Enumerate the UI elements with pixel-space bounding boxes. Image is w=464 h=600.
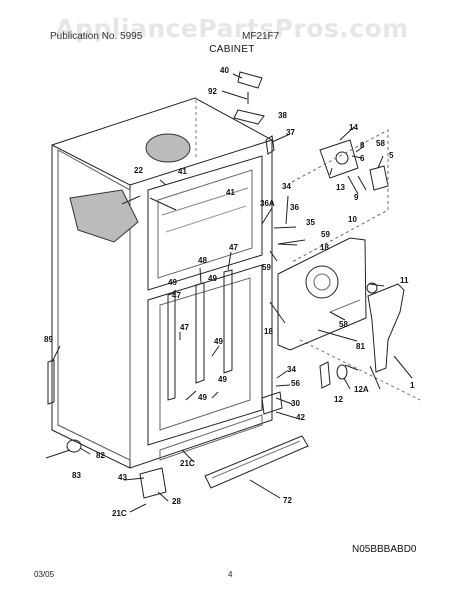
label-6: 6 xyxy=(360,154,365,163)
cabinet-shell xyxy=(51,97,273,469)
insulation-left xyxy=(69,189,139,243)
label-47-a: 47 xyxy=(229,243,238,252)
control-part-5 xyxy=(369,165,389,191)
label-48: 48 xyxy=(198,256,207,265)
label-59-a: 59 xyxy=(321,230,330,239)
panel-vents xyxy=(329,299,361,313)
label-58-b: 58 xyxy=(339,320,348,329)
label-21C-a: 21C xyxy=(180,459,195,468)
freezer-shelf-line-2 xyxy=(165,205,247,233)
label-49-d: 49 xyxy=(198,393,207,402)
part-labels: 40 92 38 37 14 58 5 8 6 13 9 22 41 41 34… xyxy=(44,66,415,518)
label-42: 42 xyxy=(296,413,305,422)
model-number: MF21F7 xyxy=(242,31,280,42)
shelf-ladder-47b xyxy=(167,292,176,401)
label-12: 12 xyxy=(334,395,343,404)
label-5: 5 xyxy=(389,151,394,160)
label-34-b: 34 xyxy=(287,365,296,374)
label-8a: 8 xyxy=(360,141,365,150)
label-40: 40 xyxy=(220,66,229,75)
page-header: AppliancePartsPros.com Publication No. 5… xyxy=(0,0,464,58)
label-58: 58 xyxy=(376,139,385,148)
label-47-b: 47 xyxy=(172,291,181,300)
label-41-top: 41 xyxy=(178,167,187,176)
label-81: 81 xyxy=(356,342,365,351)
insulation-top xyxy=(145,133,191,163)
part-12 xyxy=(319,361,331,389)
part-11 xyxy=(366,282,378,294)
diagram-code: N05BBBABD0 xyxy=(352,544,417,555)
label-56: 56 xyxy=(291,379,300,388)
label-49-e: 49 xyxy=(218,375,227,384)
label-47-c: 47 xyxy=(180,323,189,332)
label-34-top: 34 xyxy=(282,182,291,191)
top-hinge xyxy=(233,109,265,125)
shelf-ladder-48 xyxy=(195,282,205,384)
label-49-b: 49 xyxy=(168,278,177,287)
leveler-bracket xyxy=(139,467,167,499)
publication-number: Publication No. 5995 xyxy=(50,31,143,42)
callout-line-81 xyxy=(299,339,421,401)
freezer-shelf-line xyxy=(161,187,249,216)
hinge-cover xyxy=(237,71,263,89)
label-28: 28 xyxy=(172,497,181,506)
fan-opening xyxy=(305,265,339,299)
label-30: 30 xyxy=(291,399,300,408)
footer-date: 03/05 xyxy=(34,570,55,579)
bottom-hinge xyxy=(261,391,283,415)
screw-83 xyxy=(45,449,71,459)
watermark: AppliancePartsPros.com xyxy=(55,14,409,43)
front-rail xyxy=(159,414,263,461)
label-1: 1 xyxy=(410,381,415,390)
label-14: 14 xyxy=(349,123,358,132)
rear-panel xyxy=(277,237,367,351)
label-18-a: 18 xyxy=(320,243,329,252)
damper-knob xyxy=(335,151,349,165)
label-36: 36 xyxy=(290,203,299,212)
roller-82 xyxy=(66,439,82,453)
shelf-ladder-47a xyxy=(223,269,233,374)
label-83: 83 xyxy=(72,471,81,480)
fresh-food-liner xyxy=(159,277,251,431)
label-18-b: 18 xyxy=(264,327,273,336)
damper-control xyxy=(319,139,359,179)
label-49-c: 49 xyxy=(214,337,223,346)
callout-box xyxy=(291,129,389,263)
label-21C-b: 21C xyxy=(112,509,127,518)
label-89: 89 xyxy=(44,335,53,344)
bottom-grille xyxy=(204,435,309,489)
label-35: 35 xyxy=(306,218,315,227)
page-number: 4 xyxy=(228,570,233,579)
air-duct xyxy=(367,283,405,373)
freezer-liner xyxy=(157,169,253,279)
label-82: 82 xyxy=(96,451,105,460)
grille-slots xyxy=(211,440,301,479)
part-89 xyxy=(47,359,55,405)
cabinet-side-panel xyxy=(57,149,131,461)
label-59-b: 59 xyxy=(262,263,271,272)
label-49-a: 49 xyxy=(208,274,217,283)
freezer-opening xyxy=(147,155,263,291)
part-12A xyxy=(336,364,348,380)
label-36A: 36A xyxy=(260,199,275,208)
label-12A: 12A xyxy=(354,385,369,394)
label-22: 22 xyxy=(134,166,143,175)
label-43: 43 xyxy=(118,473,127,482)
label-9: 9 xyxy=(354,193,359,202)
fan-hub xyxy=(313,273,331,291)
label-38: 38 xyxy=(278,111,287,120)
label-13: 13 xyxy=(336,183,345,192)
label-11: 11 xyxy=(400,276,409,285)
label-37: 37 xyxy=(286,128,295,137)
label-92: 92 xyxy=(208,87,217,96)
section-title: CABINET xyxy=(209,44,255,55)
label-72: 72 xyxy=(283,496,292,505)
part-37 xyxy=(265,135,275,155)
label-41-right: 41 xyxy=(226,188,235,197)
label-10: 10 xyxy=(348,215,357,224)
